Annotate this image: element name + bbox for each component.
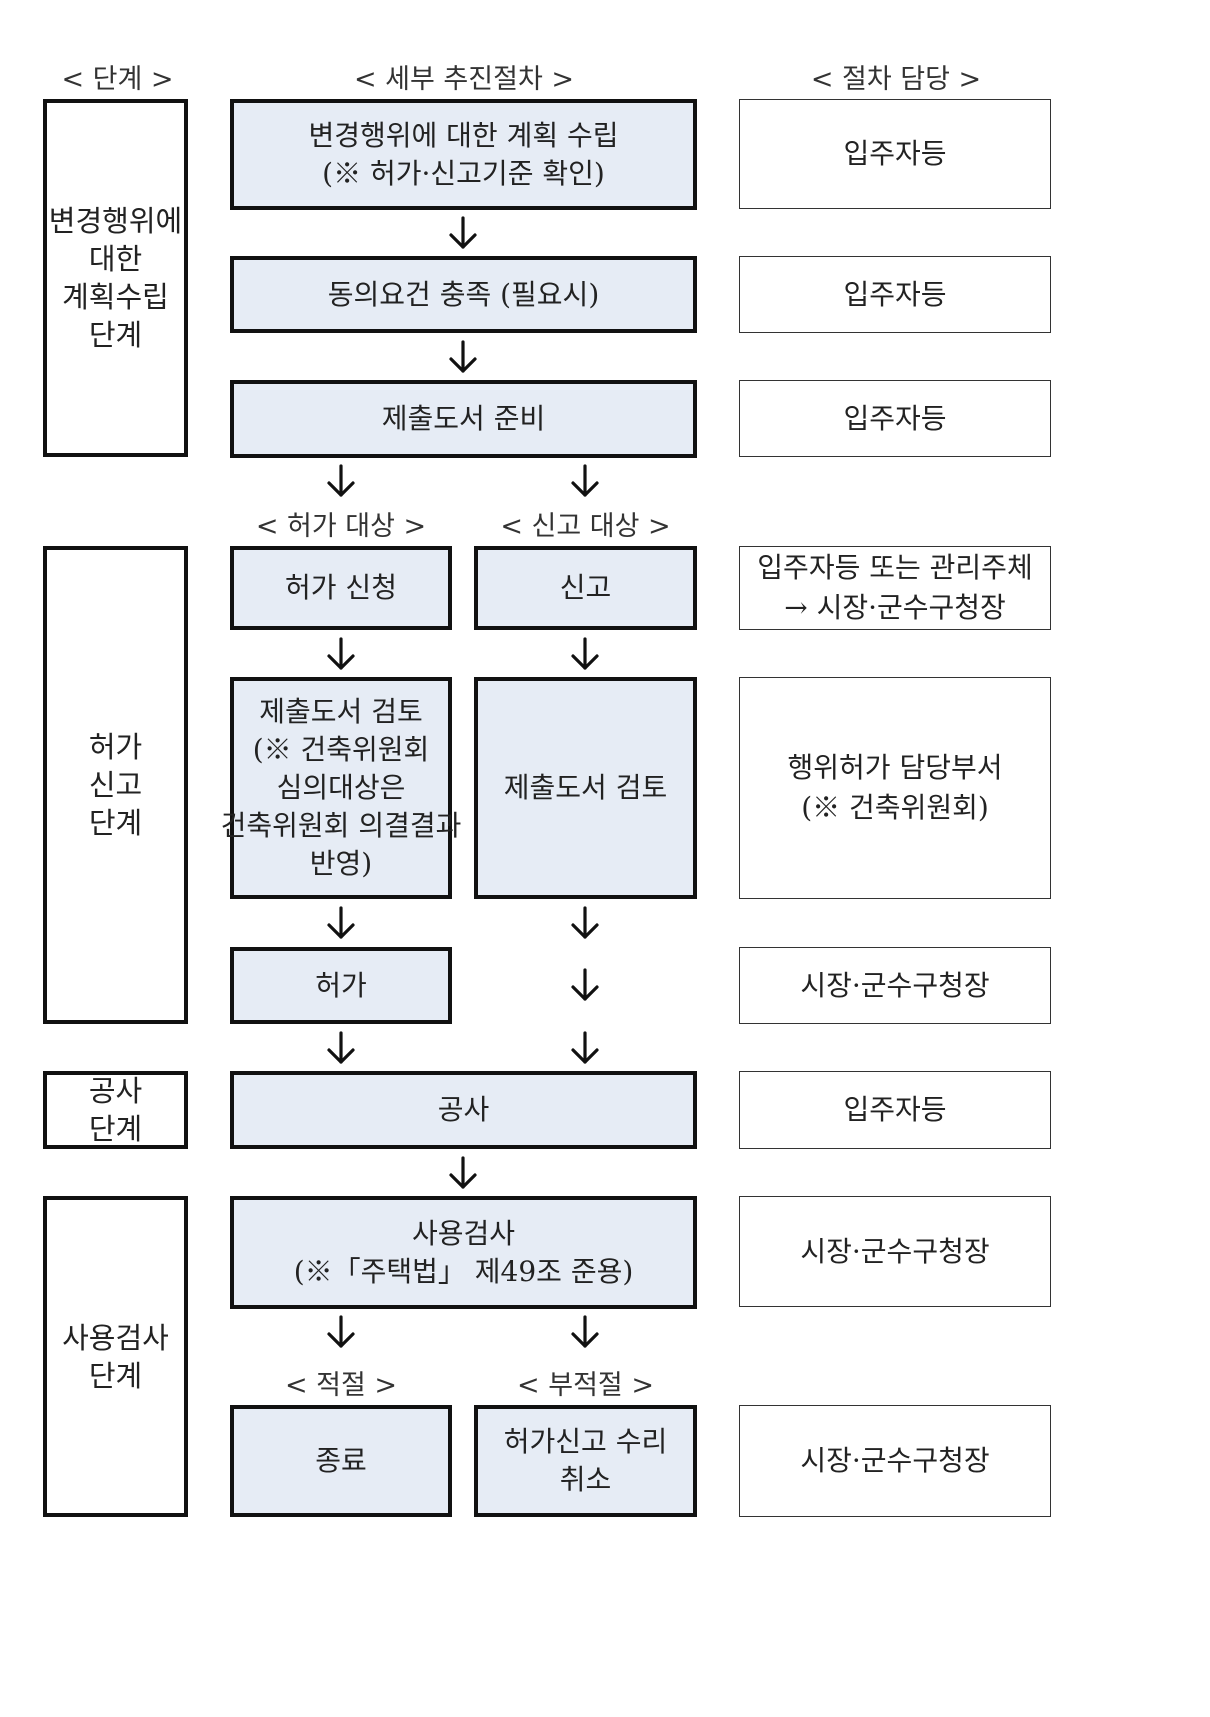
text-line: 공사 <box>437 1093 490 1126</box>
responsible-consent: 입주자등 <box>739 256 1051 333</box>
text-line: 시장·군수구청장 <box>800 1234 990 1268</box>
down-arrow-icon <box>567 968 603 1002</box>
process-report: 신고 <box>474 546 697 630</box>
down-arrow-icon <box>445 216 481 250</box>
text-line: 계획수립 <box>62 280 169 314</box>
text-line: 입주자등 또는 관리주체 <box>757 551 1033 584</box>
process-permit-grant: 허가 <box>230 947 452 1024</box>
text-line: 신고 <box>88 768 143 802</box>
text-line: 심의대상은 <box>276 771 406 804</box>
process-plan: 변경행위에 대한 계획 수립 (※ 허가·신고기준 확인) <box>230 99 697 210</box>
text-line: 시장·군수구청장 <box>800 1444 990 1477</box>
header-responsible: < 절차 담당 > <box>810 64 982 95</box>
text-line: 신고 <box>559 571 612 604</box>
process-end: 종료 <box>230 1405 452 1517</box>
text-line: 공사 <box>88 1074 143 1108</box>
down-arrow-icon <box>445 1156 481 1190</box>
text-line: 변경행위에 대한 계획 수립 <box>308 118 619 152</box>
header-stage: < 단계 > <box>61 64 174 95</box>
report-target-label: < 신고 대상 > <box>500 511 671 542</box>
down-arrow-icon <box>323 637 359 671</box>
text-line: (※ 건축위원회 <box>252 733 430 766</box>
responsible-inspection: 시장·군수구청장 <box>739 1196 1051 1307</box>
responsible-docs-prep: 입주자등 <box>739 380 1051 457</box>
fail-label: < 부적절 > <box>517 1370 654 1401</box>
text-line: 제출도서 검토 <box>259 695 423 728</box>
responsible-grant: 시장·군수구청장 <box>739 947 1051 1024</box>
down-arrow-icon <box>567 906 603 940</box>
process-consent: 동의요건 충족 (필요시) <box>230 256 697 333</box>
responsible-plan: 입주자등 <box>739 99 1051 209</box>
text-line: 단계 <box>88 806 143 840</box>
text-line: 동의요건 충족 (필요시) <box>327 277 600 311</box>
process-inspection: 사용검사 (※「주택법」 제49조 준용) <box>230 1196 697 1309</box>
text-line: 허가 <box>88 730 143 764</box>
down-arrow-icon <box>567 464 603 498</box>
text-line: 건축위원회 의결결과 <box>220 809 462 842</box>
responsible-review: 행위허가 담당부서 (※ 건축위원회) <box>739 677 1051 899</box>
text-line: 단계 <box>88 1358 143 1393</box>
responsible-apply: 입주자등 또는 관리주체 → 시장·군수구청장 <box>739 546 1051 630</box>
text-line: 허가 <box>315 968 367 1002</box>
text-line: 허가 신청 <box>285 571 397 604</box>
down-arrow-icon <box>567 1315 603 1349</box>
down-arrow-icon <box>567 637 603 671</box>
down-arrow-icon <box>567 1031 603 1065</box>
text-line: 변경행위에 <box>48 204 183 238</box>
text-line: 입주자등 <box>843 1093 947 1126</box>
text-line: (※「주택법」 제49조 준용) <box>293 1254 634 1288</box>
down-arrow-icon <box>445 340 481 374</box>
text-line: 입주자등 <box>843 137 947 170</box>
down-arrow-icon <box>323 464 359 498</box>
text-line: 대한 <box>88 242 143 276</box>
process-docs-prep: 제출도서 준비 <box>230 380 697 458</box>
responsible-result: 시장·군수구청장 <box>739 1405 1051 1517</box>
text-line: 시장·군수구청장 <box>800 968 990 1002</box>
text-line: 입주자등 <box>843 277 947 311</box>
permit-target-label: < 허가 대상 > <box>255 511 427 542</box>
responsible-construction: 입주자등 <box>739 1071 1051 1149</box>
text-line: 단계 <box>88 1112 143 1146</box>
process-permit-apply: 허가 신청 <box>230 546 452 630</box>
text-line: 사용검사 <box>62 1320 169 1355</box>
down-arrow-icon <box>323 906 359 940</box>
text-line: 행위허가 담당부서 <box>787 751 1003 784</box>
text-line: 반영) <box>309 847 373 880</box>
process-report-review: 제출도서 검토 <box>474 677 697 899</box>
text-line: (※ 허가·신고기준 확인) <box>322 156 605 190</box>
process-construction: 공사 <box>230 1071 697 1149</box>
text-line: 단계 <box>88 318 143 352</box>
text-line: 제출도서 검토 <box>503 771 668 804</box>
text-line: 사용검사 <box>411 1216 516 1250</box>
text-line: 입주자등 <box>843 401 947 435</box>
down-arrow-icon <box>323 1315 359 1349</box>
text-line: 제출도서 준비 <box>381 402 546 435</box>
text-line: 허가신고 수리 <box>503 1425 668 1458</box>
text-line: 종료 <box>315 1444 367 1477</box>
pass-label: < 적절 > <box>284 1370 398 1401</box>
text-line: 취소 <box>559 1463 612 1496</box>
text-line: → 시장·군수구청장 <box>784 591 1006 624</box>
text-line: (※ 건축위원회) <box>801 791 989 824</box>
down-arrow-icon <box>323 1031 359 1065</box>
header-process: < 세부 추진절차 > <box>353 64 575 95</box>
